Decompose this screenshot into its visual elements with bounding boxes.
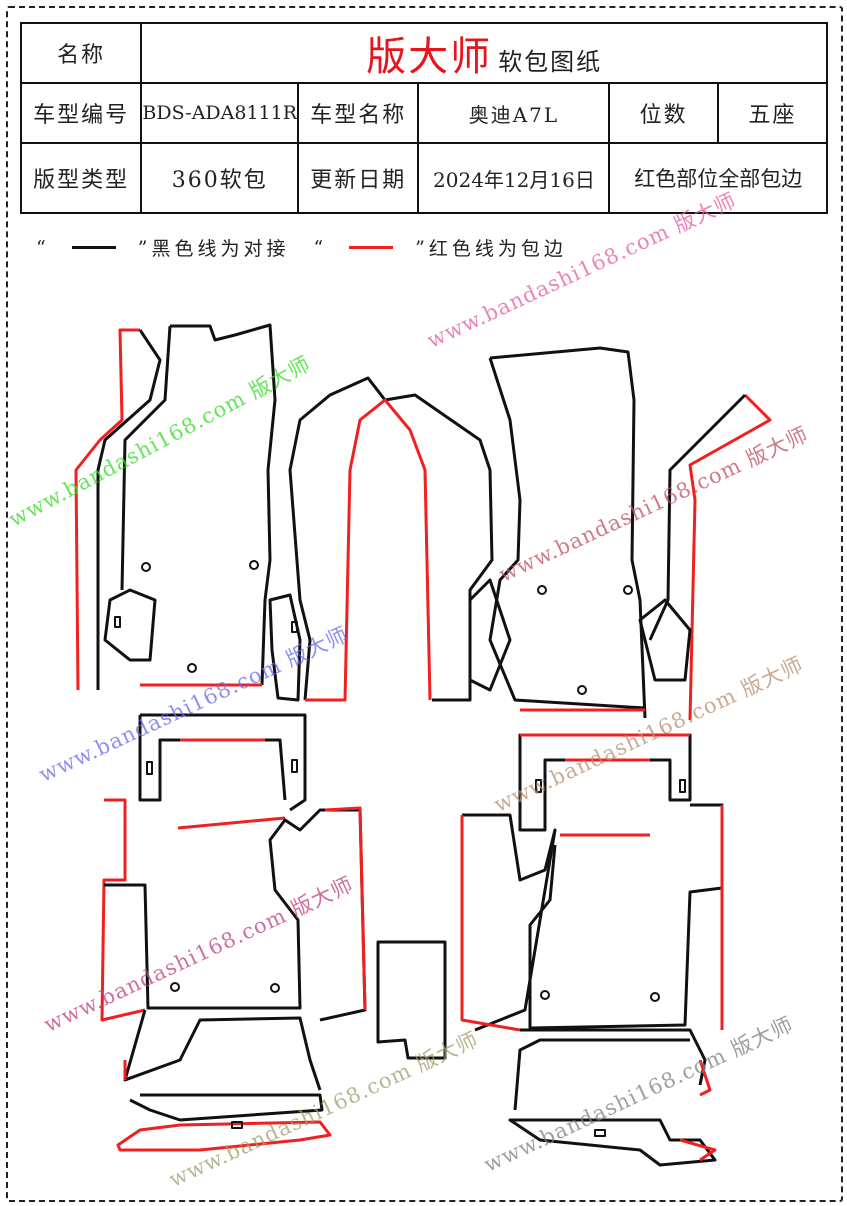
- info-table: 名称 版大师软包图纸 车型编号 BDS-ADA8111R 车型名称 奥迪A7L …: [19, 22, 829, 214]
- front-left-piece: [74, 323, 302, 702]
- center-rear-piece: [376, 940, 447, 1060]
- red-line-sample: [349, 246, 394, 249]
- model-code-label: 车型编号: [19, 82, 143, 144]
- brand-title: 版大师: [366, 34, 493, 80]
- model-name-label: 车型名称: [297, 82, 420, 144]
- doc-title: 软包图纸: [498, 48, 603, 76]
- legend: “ ” 黑色线为对接 “ ” 红色线为包边: [36, 234, 567, 261]
- quote: ”: [415, 236, 429, 259]
- front-right-piece: [468, 346, 772, 721]
- black-line-sample: [71, 246, 116, 249]
- quote: ”: [137, 236, 152, 259]
- pattern-type-label: 版型类型: [19, 142, 143, 214]
- legend-black-text: 黑色线为对接: [151, 238, 290, 260]
- center-tunnel-piece: [288, 376, 494, 702]
- model-name: 奥迪A7L: [417, 82, 611, 144]
- rear-right-piece: [460, 733, 724, 1167]
- title-cell: 版大师软包图纸: [140, 22, 828, 84]
- name-label: 名称: [19, 22, 143, 84]
- legend-red-text: 红色线为包边: [428, 238, 567, 260]
- model-code: BDS-ADA8111R: [140, 82, 300, 144]
- quote: “: [36, 236, 50, 259]
- page-border: [6, 6, 843, 1202]
- seats-label: 位数: [608, 82, 719, 144]
- seats-value: 五座: [716, 82, 829, 144]
- note: 红色部位全部包边: [608, 142, 828, 214]
- rear-left-piece: [100, 713, 367, 1152]
- update-date-label: 更新日期: [297, 142, 420, 214]
- quote: “: [313, 236, 328, 259]
- update-date: 2024年12月16日: [417, 142, 611, 214]
- pattern-type: 360软包: [140, 142, 300, 214]
